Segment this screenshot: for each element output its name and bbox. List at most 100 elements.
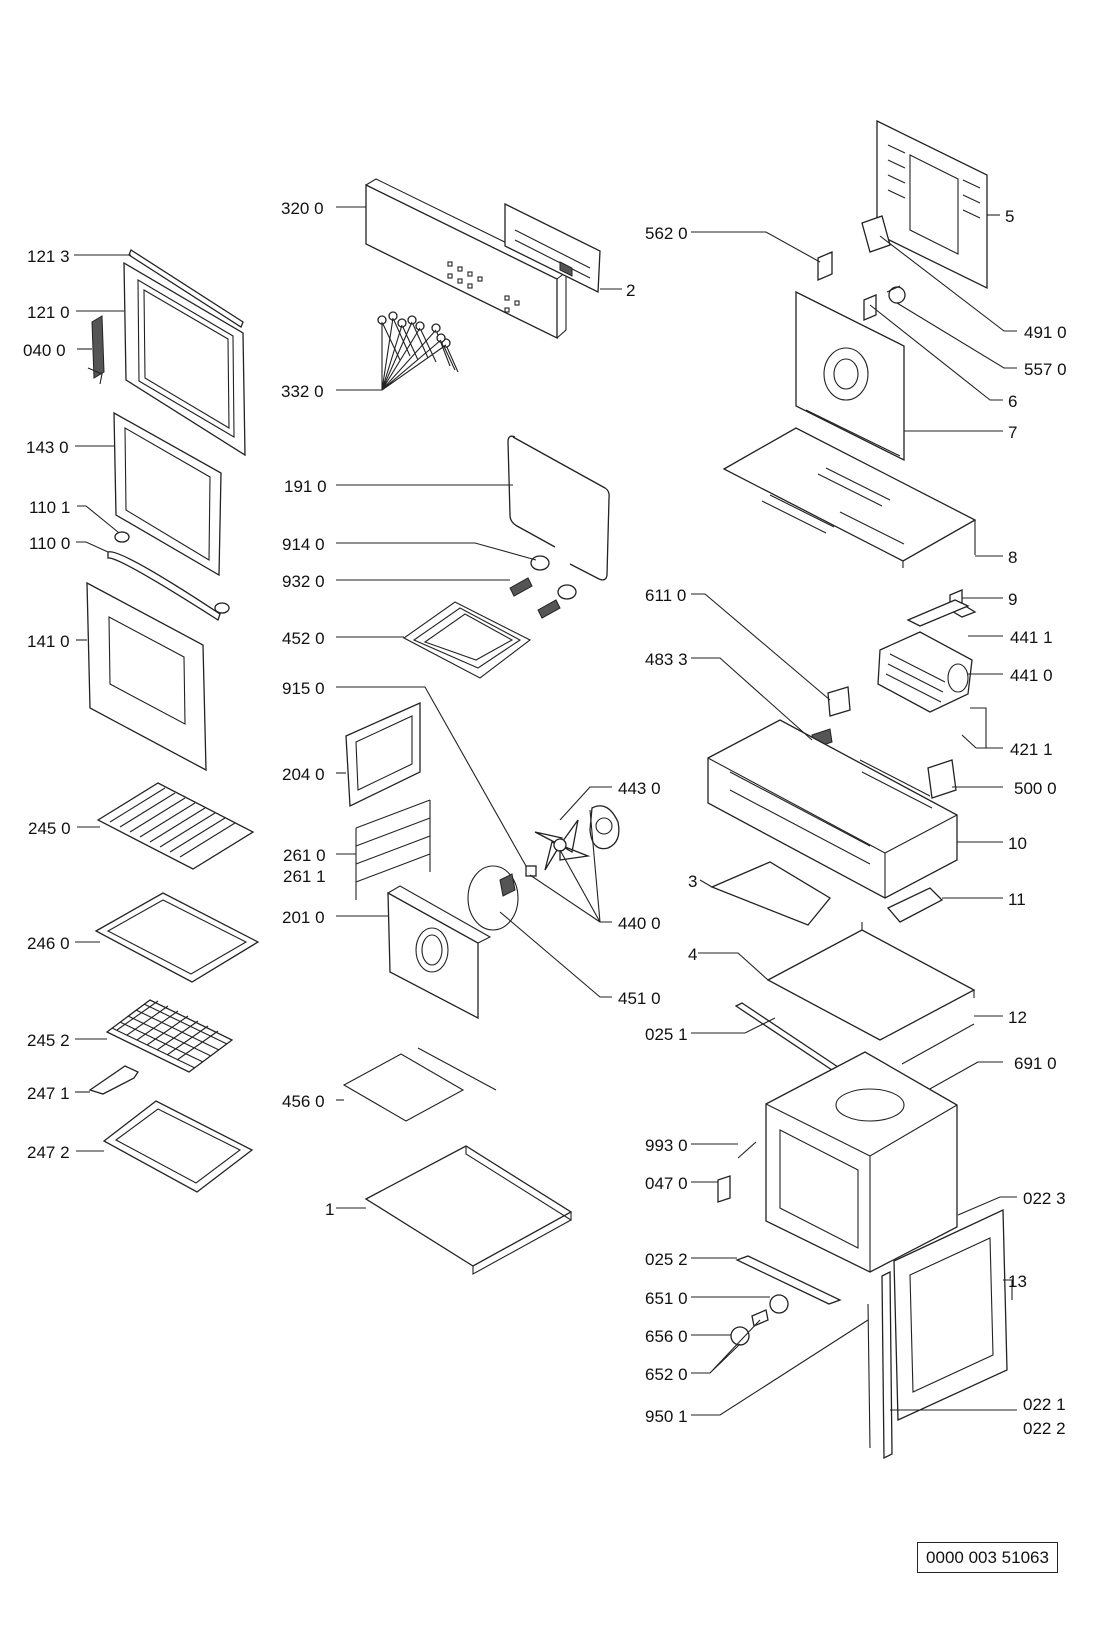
label-4: 4 (688, 945, 697, 964)
label-656-0: 656 0 (645, 1327, 688, 1346)
part-651-0-knob (769, 1294, 789, 1314)
label-443-0: 443 0 (618, 779, 661, 798)
label-915-0: 915 0 (282, 679, 325, 698)
part-110-0-handle-end (214, 602, 230, 614)
part-320-0-control-panel (365, 178, 568, 340)
part-443-0-fan-motor (589, 805, 620, 850)
part-441-1-fan-housing-top (906, 599, 970, 627)
part-691-0-rod (927, 1061, 979, 1091)
part-6-bracket (863, 294, 877, 321)
part-201-0-fan-cover (387, 885, 492, 1020)
label-261-1: 261 1 (283, 867, 326, 886)
part-491-0-relay (861, 215, 891, 253)
label-451-0: 451 0 (618, 989, 661, 1008)
part-1-bottom-panel (364, 1145, 573, 1275)
part-440-0-fan-blade (534, 819, 591, 871)
part-5-back-panel (876, 119, 988, 290)
part-950-1-seal-strip (867, 1303, 871, 1449)
label-143-0: 143 0 (26, 438, 69, 457)
label-110-0: 110 0 (29, 534, 70, 553)
label-201-0: 201 0 (282, 908, 325, 927)
part-191-0-gasket (507, 435, 610, 581)
part-labels: 121 3 121 0 040 0 143 0 110 1 110 0 141 … (23, 199, 1067, 1438)
part-110-1-handle-cap (114, 531, 130, 543)
part-121-0-door-frame (123, 261, 246, 457)
label-141-0: 141 0 (27, 632, 70, 651)
label-047-0: 047 0 (645, 1174, 688, 1193)
part-13-front-frame (893, 1208, 1008, 1422)
part-oven-cavity (765, 1051, 958, 1273)
part-246-0-tray (94, 892, 260, 983)
part-12-strip (901, 1023, 975, 1065)
label-557-0: 557 0 (1024, 360, 1067, 379)
part-500-0-housing (927, 759, 957, 799)
part-040-0-hinge (87, 315, 105, 385)
part-557-0-thermostat (886, 285, 906, 304)
part-3-side-panel (710, 861, 831, 926)
label-691-0: 691 0 (1014, 1054, 1057, 1073)
label-121-3: 121 3 (27, 247, 70, 266)
label-441-1: 441 1 (1010, 628, 1053, 647)
part-451-0-circular-element (467, 865, 519, 931)
part-261-runners (355, 799, 431, 900)
part-11-bracket (886, 887, 944, 923)
part-047-0-latch (717, 1175, 731, 1203)
label-3: 3 (688, 872, 697, 891)
part-932-0-connector (509, 577, 533, 597)
label-9: 9 (1008, 590, 1017, 609)
label-022-2: 022 2 (1023, 1419, 1066, 1438)
label-022-1: 022 1 (1023, 1395, 1066, 1414)
label-651-0: 651 0 (645, 1289, 688, 1308)
label-245-2: 245 2 (27, 1031, 70, 1050)
label-6: 6 (1008, 392, 1017, 411)
part-914-0-cap (530, 555, 550, 571)
label-993-0: 993 0 (645, 1136, 688, 1155)
label-8: 8 (1008, 548, 1017, 567)
label-7: 7 (1008, 423, 1017, 442)
label-110-1: 110 1 (29, 498, 70, 517)
part-245-2-grill-rack (105, 999, 234, 1073)
part-914-0-cap-2 (557, 584, 577, 600)
label-040-0: 040 0 (23, 341, 66, 360)
label-500-0: 500 0 (1014, 779, 1057, 798)
part-932-0-connector-2 (537, 599, 561, 619)
label-332-0: 332 0 (281, 382, 324, 401)
label-456-0: 456 0 (282, 1092, 325, 1111)
part-993-0-screw (737, 1141, 757, 1159)
label-611-0: 611 0 (645, 586, 686, 605)
part-204-0-side-rack (345, 701, 421, 808)
part-10-base-frame (707, 719, 958, 899)
part-440-0-nut (525, 865, 537, 877)
label-562-0: 562 0 (645, 224, 688, 243)
label-11: 11 (1008, 890, 1026, 909)
part-656-0-knob (730, 1309, 769, 1346)
part-562-0-clip (817, 251, 833, 281)
label-022-3: 022 3 (1023, 1189, 1066, 1208)
label-491-0: 491 0 (1024, 323, 1067, 342)
part-441-0-tangential-fan (877, 631, 973, 713)
part-143-0-inner-glass (113, 411, 222, 577)
label-421-1: 421 1 (1010, 740, 1053, 759)
part-022-side-strip (881, 1270, 893, 1460)
part-7-rear-wall (795, 290, 905, 462)
part-332-0-screws (377, 311, 459, 373)
part-421-1-wire (961, 707, 987, 749)
part-611-0-switch (827, 686, 851, 717)
part-025-1-rail (734, 1002, 840, 1071)
label-025-2: 025 2 (645, 1250, 688, 1269)
label-10: 10 (1008, 834, 1027, 853)
part-025-2-rail (735, 1255, 842, 1305)
label-1: 1 (325, 1200, 334, 1219)
label-261-0: 261 0 (283, 846, 326, 865)
label-12: 12 (1008, 1008, 1027, 1027)
label-950-1: 950 1 (645, 1407, 688, 1426)
label-914-0: 914 0 (282, 535, 325, 554)
document-number-box: 0000 003 51063 (917, 1542, 1058, 1573)
label-247-1: 247 1 (27, 1084, 70, 1103)
part-452-0-grill-element (402, 601, 532, 679)
part-8-top-panel (722, 427, 977, 568)
label-652-0: 652 0 (645, 1365, 688, 1384)
label-2: 2 (626, 281, 635, 300)
label-204-0: 204 0 (282, 765, 325, 784)
